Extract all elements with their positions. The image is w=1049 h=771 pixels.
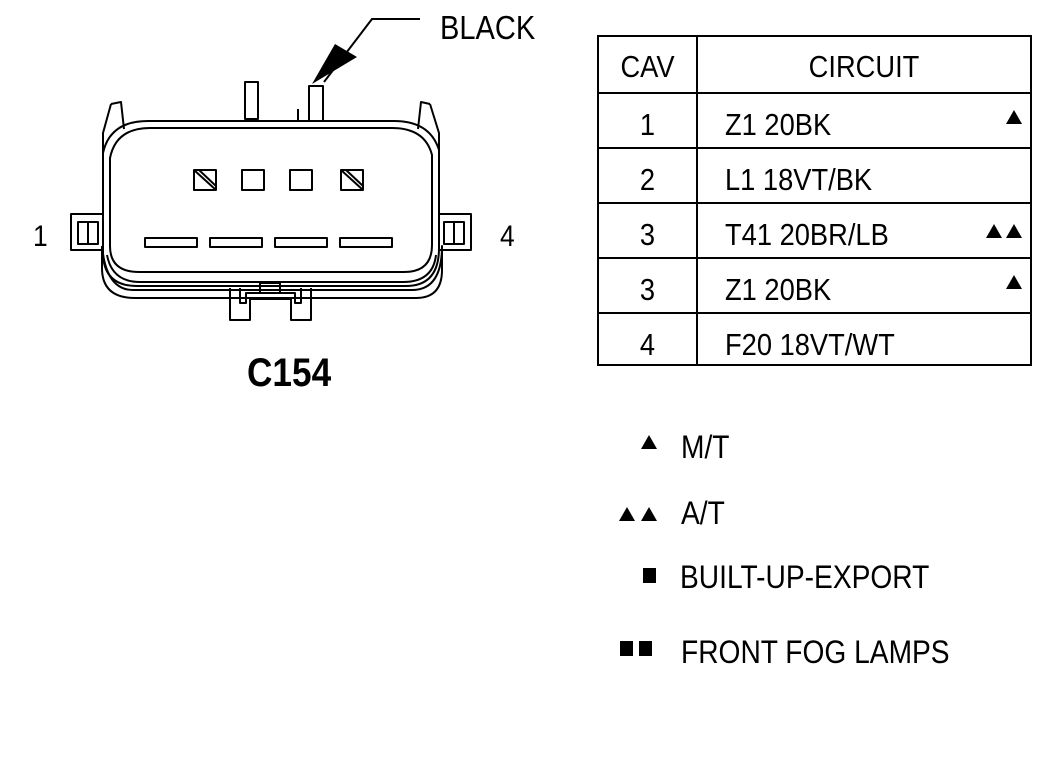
- connector-diagram: [70, 18, 472, 321]
- color-callout-label: BLACK: [440, 9, 536, 46]
- row-cav: 2: [639, 162, 656, 197]
- cavity-1: [193, 169, 217, 191]
- triangle-icon: [641, 435, 657, 449]
- connector-latch-left: [70, 103, 112, 251]
- terminal-slot-4: [339, 237, 393, 248]
- legend-label: BUILT-UP-EXPORT: [680, 559, 930, 595]
- table-row: 1 Z1 20BK: [599, 92, 1030, 147]
- connector-id: C154: [247, 351, 332, 395]
- triangle-icon: [986, 224, 1002, 238]
- triangle-icon: [619, 507, 635, 521]
- terminal-slot-2: [209, 237, 263, 248]
- terminal-slot-3: [274, 237, 328, 248]
- circuit-table: CAV CIRCUIT 1 Z1 20BK 2 L1 18VT/BK 3 T41…: [597, 35, 1032, 366]
- row-circuit: Z1 20BK: [725, 107, 832, 142]
- triangle-icon: [1006, 110, 1022, 124]
- square-icon: [639, 641, 652, 656]
- legend-symbol-double-triangle: [619, 507, 657, 521]
- table-column-divider: [696, 37, 698, 364]
- table-row: 2 L1 18VT/BK: [599, 147, 1030, 202]
- row-cav: 4: [639, 327, 656, 362]
- row-circuit: Z1 20BK: [725, 272, 832, 307]
- row-cav: 3: [639, 217, 656, 252]
- triangle-icon: [641, 507, 657, 521]
- connector-housing-inner: [109, 127, 433, 273]
- row-cav: 1: [639, 107, 656, 142]
- pin-right-label: 4: [500, 220, 515, 253]
- cavity-4: [340, 169, 364, 191]
- header-circuit: CIRCUIT: [808, 49, 920, 84]
- row-marker-at: [986, 224, 1022, 238]
- table-row: 3 Z1 20BK: [599, 257, 1030, 312]
- color-callout-leader: [312, 18, 420, 84]
- square-icon: [620, 641, 633, 656]
- connector-top-post-right: [297, 85, 324, 122]
- triangle-icon: [1006, 224, 1022, 238]
- table-row: 4 F20 18VT/WT: [599, 312, 1030, 364]
- connector-housing-body: [102, 120, 440, 287]
- legend-label: M/T: [681, 429, 730, 465]
- legend-symbol-single-square: [643, 568, 656, 583]
- row-cav: 3: [639, 272, 656, 307]
- table-header-row: CAV CIRCUIT: [599, 37, 1030, 92]
- table-row: 3 T41 20BR/LB: [599, 202, 1030, 257]
- row-circuit: T41 20BR/LB: [725, 217, 889, 252]
- triangle-icon: [1006, 275, 1022, 289]
- connector-housing-outer: [101, 245, 443, 299]
- row-marker-mt: [1006, 275, 1022, 289]
- square-icon: [643, 568, 656, 583]
- connector-bottom-lock: [229, 288, 312, 321]
- legend-label: FRONT FOG LAMPS: [681, 634, 950, 670]
- terminal-slot-1: [144, 237, 198, 248]
- legend-label: A/T: [681, 495, 725, 531]
- connector-latch-left-tip: [110, 101, 125, 130]
- legend-symbol-single-triangle: [641, 435, 657, 449]
- connector-housing-rim: [106, 254, 437, 283]
- connector-top-post-left: [244, 81, 259, 120]
- legend-symbol-double-square: [620, 641, 652, 656]
- header-cav: CAV: [620, 49, 675, 84]
- row-marker-mt: [1006, 110, 1022, 124]
- row-circuit: F20 18VT/WT: [725, 327, 895, 362]
- cavity-2: [241, 169, 265, 191]
- row-circuit: L1 18VT/BK: [725, 162, 873, 197]
- pin-left-label: 1: [33, 220, 48, 253]
- connector-latch-right-tip: [417, 101, 431, 130]
- cavity-3: [289, 169, 313, 191]
- connector-latch-right: [429, 103, 472, 251]
